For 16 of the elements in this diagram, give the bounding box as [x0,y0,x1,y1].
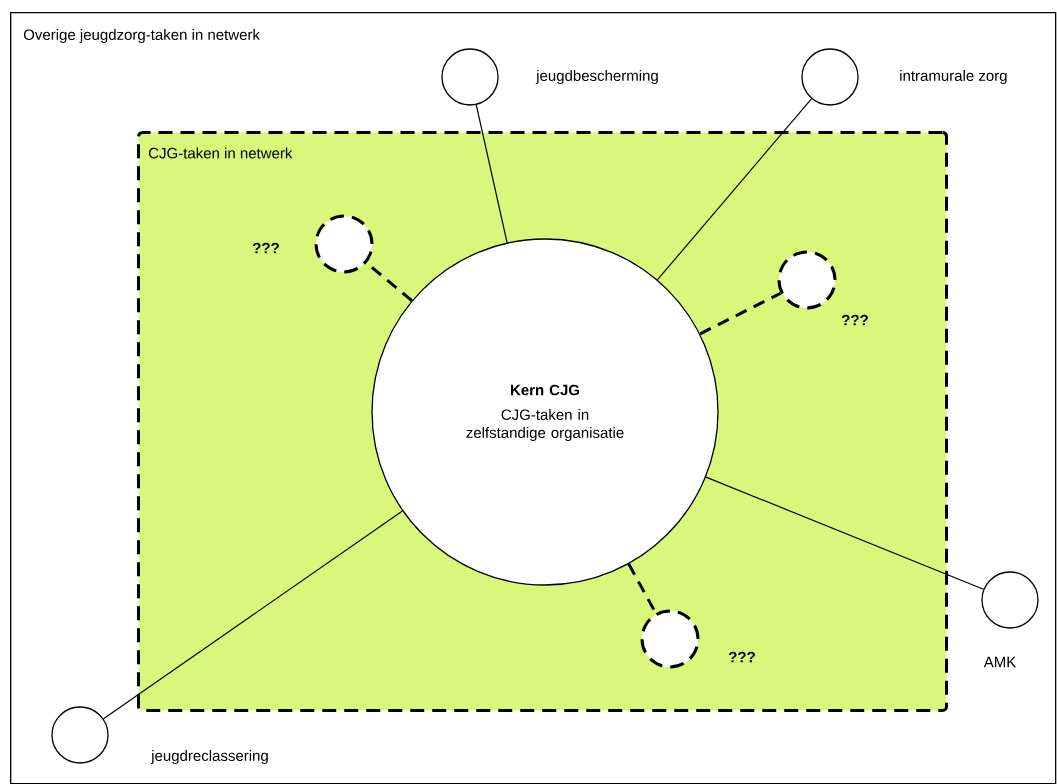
connector [705,476,985,590]
connector [475,104,508,244]
node-label: jeugdreclassering [150,750,268,764]
node-label: ??? [728,651,755,663]
node-label: intramurale zorg [900,70,1007,84]
connector [699,291,782,336]
heading: CJG-taken in netwerk [149,147,293,159]
heading: Overige jeugdzorg-taken in netwerk [23,29,260,43]
node-label: AMK [983,656,1017,668]
node-text: CJG-taken in zelfstandige organisatie [466,409,624,441]
connector [102,510,403,720]
node-label: ??? [841,314,868,326]
node-label: ??? [252,242,279,254]
connector [656,98,813,281]
heading: Kern CJG [511,384,580,396]
node-label: jeugdbescherming [535,70,658,84]
